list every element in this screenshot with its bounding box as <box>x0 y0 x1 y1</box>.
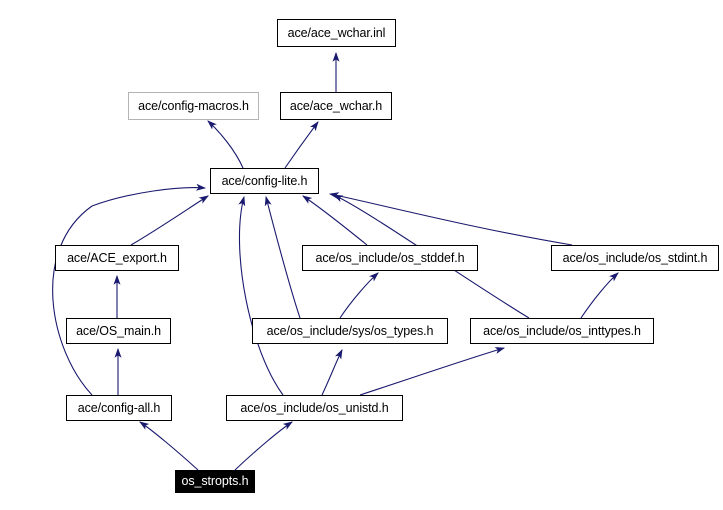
node-ace_export[interactable]: ace/ACE_export.h <box>55 245 179 271</box>
edge-os_unistd-to-config_lite <box>238 195 284 396</box>
node-os_stropts[interactable]: os_stropts.h <box>175 470 255 493</box>
edge-os_types-to-config_lite <box>264 195 301 319</box>
node-label: ace/config-all.h <box>77 400 161 415</box>
node-os_stddef[interactable]: ace/os_include/os_stddef.h <box>302 245 478 271</box>
node-label: ace/os_include/sys/os_types.h <box>266 323 434 338</box>
edge-ace_export-to-config_lite <box>130 195 209 246</box>
node-label: os_stropts.h <box>181 474 249 489</box>
node-os_stdint[interactable]: ace/os_include/os_stdint.h <box>551 245 719 271</box>
node-label: ace/os_include/os_unistd.h <box>240 400 389 415</box>
edge-os_unistd-to-os_types <box>321 349 343 396</box>
node-label: ace/OS_main.h <box>76 323 161 338</box>
node-ace_wchar_inl[interactable]: ace/ace_wchar.inl <box>277 19 396 47</box>
edge-config_lite-to-config_macros <box>207 120 244 169</box>
edge-os_inttypes-to-os_stdint <box>580 272 619 319</box>
node-label: ace/os_include/os_stddef.h <box>315 250 465 265</box>
node-os_inttypes[interactable]: ace/os_include/os_inttypes.h <box>470 318 654 344</box>
edge-os_stropts-to-config_all <box>139 421 199 471</box>
edge-os_stdint-to-config_lite <box>328 192 573 246</box>
edge-config_all-to-config_lite <box>52 183 207 396</box>
node-config_all[interactable]: ace/config-all.h <box>66 395 172 421</box>
node-label: ace/ace_wchar.h <box>289 98 383 113</box>
node-os_types[interactable]: ace/os_include/sys/os_types.h <box>252 318 448 344</box>
node-os_unistd[interactable]: ace/os_include/os_unistd.h <box>226 395 403 421</box>
node-label: ace/config-lite.h <box>221 173 308 188</box>
edge-os_stropts-to-os_unistd <box>234 421 293 471</box>
node-label: ace/ace_wchar.inl <box>287 25 386 40</box>
node-label: ace/ACE_export.h <box>67 250 167 265</box>
node-config_lite[interactable]: ace/config-lite.h <box>210 168 319 194</box>
node-config_macros[interactable]: ace/config-macros.h <box>128 92 259 120</box>
node-label: ace/os_include/os_stdint.h <box>562 250 708 265</box>
edge-os_stddef-to-config_lite <box>302 195 368 246</box>
node-os_main[interactable]: ace/OS_main.h <box>66 318 171 344</box>
node-label: ace/os_include/os_inttypes.h <box>483 323 641 338</box>
edge-os_unistd-to-os_inttypes <box>359 347 506 396</box>
edge-config_lite-to-ace_wchar_h <box>284 121 319 169</box>
node-label: ace/config-macros.h <box>138 98 249 113</box>
node-ace_wchar_h[interactable]: ace/ace_wchar.h <box>280 92 392 120</box>
edge-os_types-to-os_stddef <box>339 272 379 319</box>
